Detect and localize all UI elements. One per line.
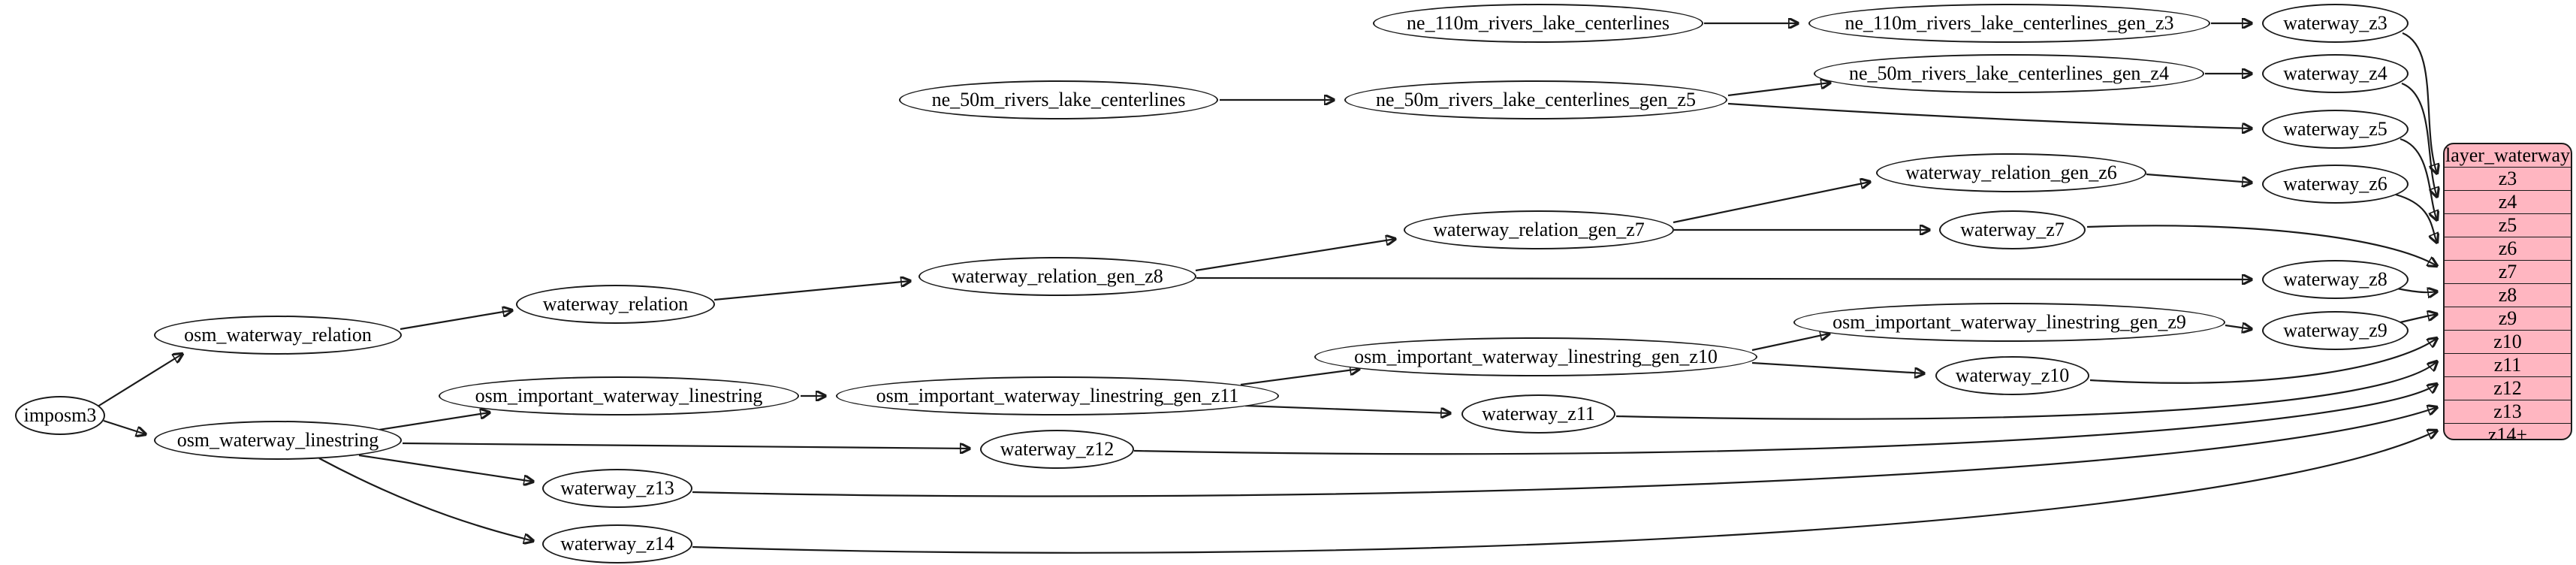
edge-waterway-relation-to-gen-z8 [713,281,910,301]
node-waterway-z8: waterway_z8 [2262,260,2409,299]
node-osm-waterway-relation: osm_waterway_relation [154,316,402,355]
table-row-z14plus: z14+ [2445,423,2571,439]
edge-gen-z9-to-waterway-z9 [2225,325,2252,329]
node-waterway-z12: waterway_z12 [980,430,1134,469]
layer-waterway-table-title: layer_waterway [2445,144,2571,166]
node-waterway-z14: waterway_z14 [542,524,692,563]
node-waterway-relation: waterway_relation [516,285,715,324]
edge-gen-z6-to-waterway-z6 [2146,173,2252,183]
edge-gen-z11-to-gen-z10 [1240,369,1359,386]
node-waterway-z13: waterway_z13 [542,469,692,508]
edge-waterway-z8-to-row-z8 [2397,289,2437,292]
edge-gen-z8-to-gen-z7 [1195,239,1395,272]
edge-waterway-z7-to-row-z7 [2086,225,2437,266]
table-row-z12: z12 [2445,376,2571,400]
edge-gen-z10-to-waterway-z10 [1751,361,1924,373]
node-osm-important-waterway-linestring-gen-z11: osm_important_waterway_linestring_gen_z1… [836,376,1279,415]
node-ne-110m-rivers-lake-centerlines-gen-z3: ne_110m_rivers_lake_centerlines_gen_z3 [1808,4,2210,43]
edge-gen-z8-to-waterway-z8 [1196,278,2252,279]
node-ne-50m-rivers-lake-centerlines-gen-z4: ne_50m_rivers_lake_centerlines_gen_z4 [1814,54,2204,93]
edge-osm-waterway-relation-to-waterway-relation [400,310,512,331]
edge-waterway-z6-to-row-z6 [2395,193,2437,243]
edge-waterway-z13-to-row-z13 [692,407,2437,497]
node-imposm3: imposm3 [15,396,105,435]
edge-waterway-z9-to-row-z9 [2400,314,2437,324]
node-waterway-z3: waterway_z3 [2262,4,2409,43]
node-waterway-z5: waterway_z5 [2262,110,2409,149]
table-row-z11: z11 [2445,353,2571,376]
node-waterway-z9: waterway_z9 [2262,311,2409,350]
edge-imposm3-to-osm-waterway-linestring [103,419,146,434]
layer-waterway-table: layer_waterway z3 z4 z5 z6 z7 z8 z9 z10 … [2443,143,2572,440]
edge-osm-waterway-linestring-to-waterway-z14 [318,458,533,541]
edge-gen-z7-to-gen-z6 [1673,182,1870,224]
table-row-z8: z8 [2445,283,2571,307]
edge-gen-z11-to-waterway-z11 [1244,404,1450,413]
node-osm-important-waterway-linestring: osm_important_waterway_linestring [439,376,799,415]
table-row-z3: z3 [2445,167,2571,190]
edge-osm-waterway-linestring-to-waterway-z12 [402,442,970,449]
table-row-z7: z7 [2445,260,2571,283]
node-ne-50m-rivers-lake-centerlines-gen-z5: ne_50m_rivers_lake_centerlines_gen_z5 [1344,80,1727,119]
table-row-z4: z4 [2445,190,2571,213]
node-ne-110m-rivers-lake-centerlines: ne_110m_rivers_lake_centerlines [1373,4,1703,43]
node-ne-50m-rivers-lake-centerlines: ne_50m_rivers_lake_centerlines [899,80,1218,119]
edge-waterway-z14-to-row-z14 [692,431,2437,554]
edge-imposm3-to-osm-waterway-relation [97,354,182,407]
node-waterway-z6: waterway_z6 [2262,165,2409,204]
node-osm-waterway-linestring: osm_waterway_linestring [154,421,402,460]
node-waterway-z10: waterway_z10 [1935,356,2089,395]
edge-waterway-z10-to-row-z10 [2089,338,2437,384]
table-row-z13: z13 [2445,400,2571,423]
node-waterway-z7: waterway_z7 [1939,210,2086,249]
node-osm-important-waterway-linestring-gen-z9: osm_important_waterway_linestring_gen_z9 [1793,303,2225,342]
edge-waterway-z12-to-row-z12 [1133,384,2437,455]
edge-waterway-z11-to-row-z11 [1615,361,2437,420]
edge-osm-waterway-linestring-to-osm-important [379,412,490,431]
node-osm-important-waterway-linestring-gen-z10: osm_important_waterway_linestring_gen_z1… [1314,337,1757,376]
node-waterway-relation-gen-z7: waterway_relation_gen_z7 [1404,210,1674,249]
edge-gen-z5-to-gen-z4 [1727,83,1830,97]
edge-waterway-z4-to-row-z4 [2401,82,2437,197]
node-waterway-relation-gen-z8: waterway_relation_gen_z8 [918,257,1196,296]
edge-osm-waterway-linestring-to-waterway-z13 [358,454,533,482]
table-row-z9: z9 [2445,307,2571,330]
table-row-z5: z5 [2445,213,2571,237]
node-waterway-z4: waterway_z4 [2262,54,2409,93]
edge-gen-z5-to-waterway-z5 [1727,102,2252,128]
table-row-z6: z6 [2445,237,2571,260]
node-waterway-z11: waterway_z11 [1461,394,1615,434]
table-row-z10: z10 [2445,330,2571,353]
edge-waterway-z3-to-row-z3 [2402,32,2437,174]
edge-gen-z10-to-gen-z9 [1751,334,1829,352]
edge-waterway-z5-to-row-z5 [2400,137,2437,220]
node-waterway-relation-gen-z6: waterway_relation_gen_z6 [1876,153,2146,192]
